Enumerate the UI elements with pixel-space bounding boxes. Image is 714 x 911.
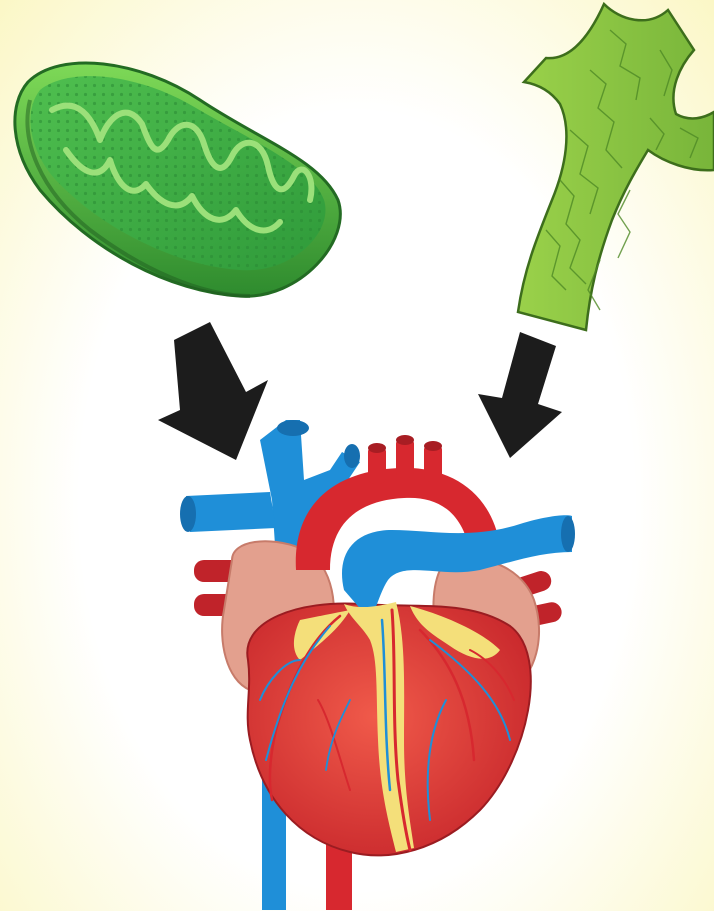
blood-vessel-icon — [518, 4, 714, 330]
arrow-mitochondrion-to-heart — [158, 322, 268, 460]
mitochondrion-icon — [15, 63, 340, 296]
heart-icon — [180, 420, 575, 910]
arrow-vessel-to-heart — [478, 332, 562, 458]
